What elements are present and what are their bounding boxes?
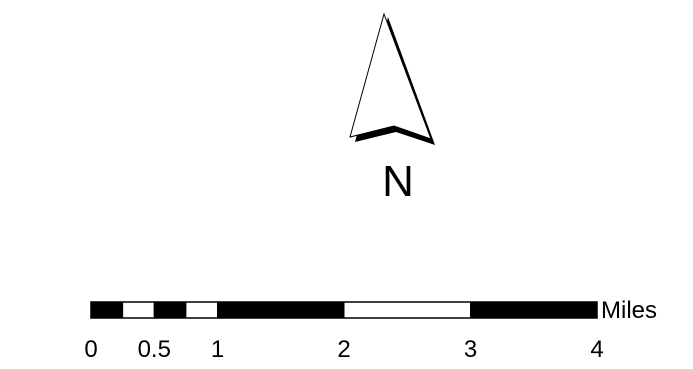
scale-bar-tick-label: 2 — [337, 336, 350, 363]
north-arrow-letter: N — [382, 157, 414, 206]
scale-bar-tick-label: 0 — [84, 336, 97, 363]
north-arrow: N — [349, 12, 435, 206]
scale-bar-segments — [90, 301, 598, 319]
scale-bar-segment — [185, 301, 218, 319]
scale-bar-tick-labels: 0 0.5 1 2 3 4 — [84, 336, 603, 363]
scale-bar-unit-label: Miles — [601, 297, 657, 324]
scale-bar-tick-label: 3 — [464, 336, 477, 363]
scale-bar-segment — [122, 301, 155, 319]
scale-bar-segment — [343, 301, 471, 319]
north-arrow-body — [349, 12, 432, 140]
scale-bar-tick-label: 0.5 — [138, 336, 171, 363]
scale-bar-tick-label: 1 — [211, 336, 224, 363]
scale-bar-segment — [153, 301, 187, 319]
scale-bar-segment — [217, 301, 345, 319]
scale-bar-segment — [90, 301, 124, 319]
scale-bar-segment — [470, 301, 598, 319]
scale-bar-outline — [90, 301, 598, 319]
scale-bar-tick-label: 4 — [590, 336, 603, 363]
scale-bar: Miles 0 0.5 1 2 3 4 — [84, 297, 657, 363]
